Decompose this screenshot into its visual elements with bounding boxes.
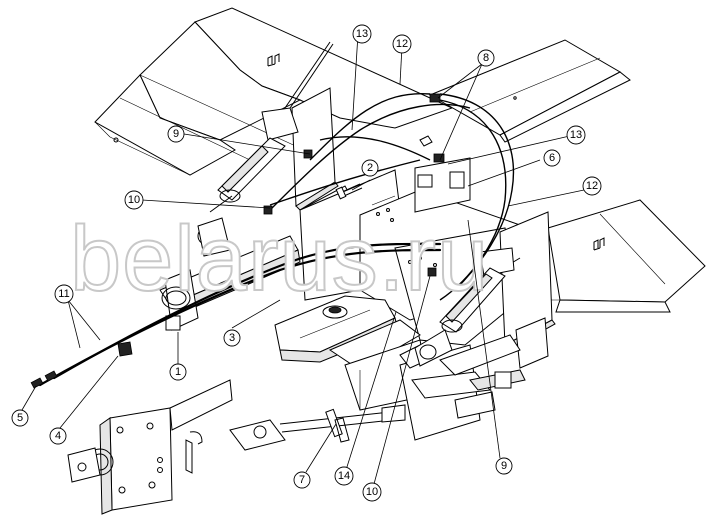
callout-13-right: 13 [566,125,586,145]
svg-text:7: 7 [299,474,305,486]
svg-text:2: 2 [367,162,373,174]
svg-text:9: 9 [501,460,507,472]
callout-4: 4 [49,427,67,445]
callout-14: 14 [334,466,354,486]
valve-bracket [414,135,471,213]
panel-clip-right [593,237,605,251]
pin-14 [334,417,350,443]
svg-text:1: 1 [175,366,181,378]
watermark: belarus.ru [70,208,489,310]
callout-13-top: 13 [352,24,372,44]
svg-text:11: 11 [58,288,69,300]
callout-9-left: 9 [167,125,185,143]
callout-2: 2 [361,159,379,177]
callout-11: 11 [54,284,74,304]
svg-text:5: 5 [17,412,23,424]
right-support-plate [499,211,556,369]
left-hydraulic-cylinder [197,41,334,257]
bolt-2 [335,183,363,200]
svg-text:13: 13 [570,129,582,141]
callout-10-bottom: 10 [362,482,382,502]
callout-10-left: 10 [124,190,144,210]
top-link [229,404,406,451]
svg-text:13: 13 [356,28,368,40]
svg-text:14: 14 [338,470,350,482]
leader-lines [21,33,585,485]
svg-text:3: 3 [229,332,235,344]
svg-text:8: 8 [483,52,489,64]
callout-9-right: 9 [495,457,513,475]
svg-text:10: 10 [128,194,140,206]
svg-text:6: 6 [549,152,555,164]
callout-12-top: 12 [392,34,412,54]
panel-clip-left [267,53,280,67]
small-plate-4 [117,341,133,357]
tow-hook-assembly [67,379,233,515]
callout-6: 6 [543,149,561,167]
svg-text:12: 12 [586,180,598,192]
callout-7: 7 [293,471,311,489]
svg-text:10: 10 [366,486,378,498]
callout-12-right: 12 [582,176,602,196]
left-fender-panel [94,7,454,176]
hydraulic-hoses [38,92,515,387]
right-hydraulic-cylinder [414,247,521,367]
right-fender-panel [428,39,706,313]
svg-text:4: 4 [55,430,61,442]
svg-text:12: 12 [396,38,408,50]
callout-5: 5 [11,409,29,427]
callout-8: 8 [477,49,495,67]
callout-1: 1 [169,363,187,381]
callout-3: 3 [223,329,241,347]
svg-text:9: 9 [173,128,179,140]
